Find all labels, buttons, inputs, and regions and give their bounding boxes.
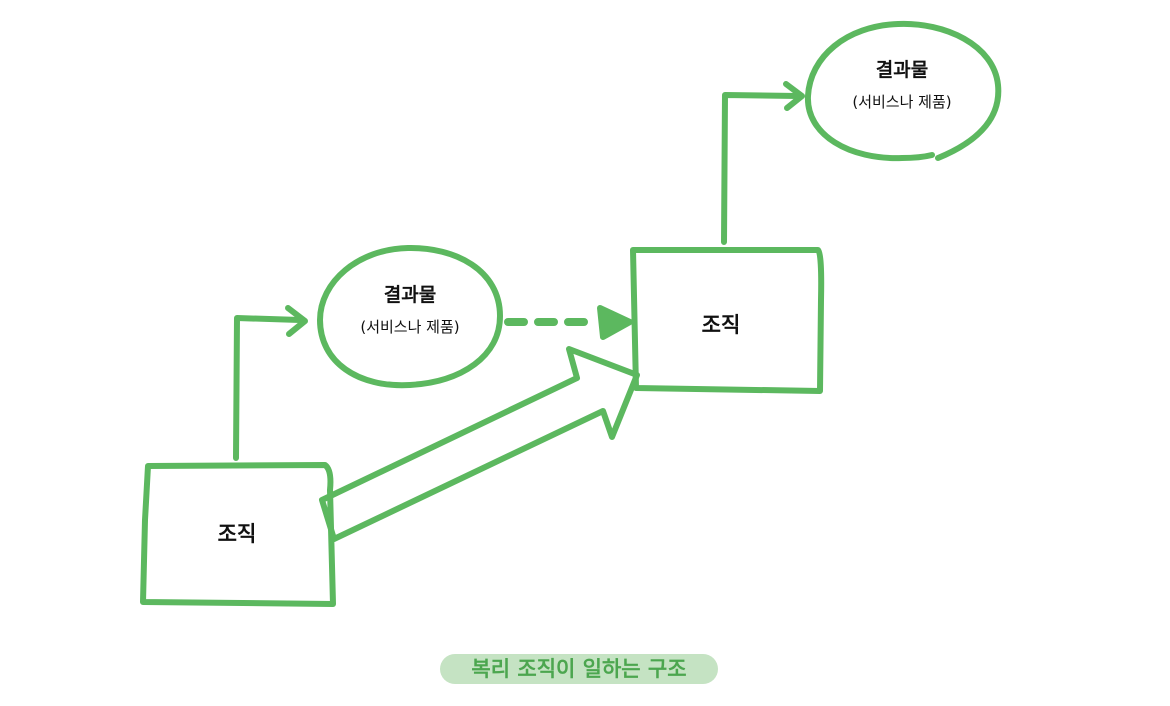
dashed-arrowhead <box>597 305 633 340</box>
result-ellipse-mid <box>317 244 503 389</box>
connector-mid-to-result <box>721 92 801 245</box>
org-mid-label: 조직 <box>701 313 741 337</box>
growth-arrow <box>319 346 640 542</box>
connector-bottom-to-result <box>233 315 303 461</box>
result-ellipse-top <box>804 20 1002 162</box>
arrowhead-bottom <box>285 305 308 337</box>
arrowhead-top <box>783 81 805 111</box>
diagram-caption: 복리 조직이 일하는 구조 <box>440 654 718 684</box>
result-mid-title: 결과물 <box>383 284 437 306</box>
result-mid-subtitle: (서비스나 제품) <box>360 318 460 336</box>
org-box-bottom <box>140 462 336 607</box>
org-bottom-label: 조직 <box>217 522 257 546</box>
result-top-title: 결과물 <box>875 59 929 81</box>
result-top-subtitle: (서비스나 제품) <box>852 93 952 111</box>
org-box-mid <box>630 247 825 394</box>
